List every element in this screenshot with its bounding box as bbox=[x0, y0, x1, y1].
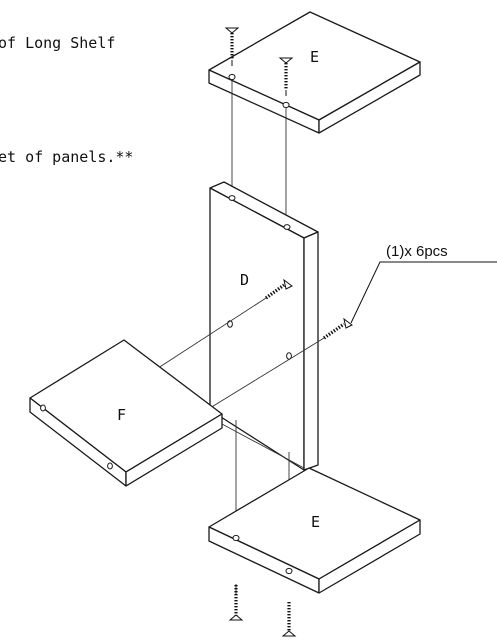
dowel-hole bbox=[228, 195, 236, 201]
top-panel-label: E bbox=[310, 48, 319, 66]
dowel-hole bbox=[282, 101, 290, 109]
upright-panel-label: D bbox=[240, 271, 249, 289]
alignment-line bbox=[209, 337, 325, 409]
screw-icon bbox=[228, 585, 244, 621]
instruction-line-2: et of panels.** bbox=[0, 148, 133, 166]
dowel-hole bbox=[40, 404, 46, 412]
screw-icon bbox=[323, 317, 353, 340]
side-shelf-f: F bbox=[29, 339, 223, 487]
dowel-hole bbox=[285, 567, 293, 575]
screw-icon bbox=[265, 278, 293, 300]
dowel-hole bbox=[228, 73, 236, 81]
screw-icon bbox=[278, 57, 294, 96]
upright-panel-d: D bbox=[209, 181, 319, 471]
dowel-hole bbox=[107, 462, 113, 470]
side-shelf-label: F bbox=[117, 406, 126, 424]
bottom-panel-e: E bbox=[208, 467, 421, 594]
screw-callout: (1)x 6pcs bbox=[350, 243, 497, 324]
bottom-panel-label: E bbox=[311, 513, 320, 531]
dowel-hole bbox=[283, 224, 291, 230]
screw-icon bbox=[281, 602, 297, 637]
screw-quantity-label: (1)x 6pcs bbox=[386, 243, 448, 260]
screw-icon bbox=[224, 27, 240, 66]
instruction-line-1: of Long Shelf bbox=[0, 34, 115, 52]
top-panel-e: E bbox=[208, 11, 421, 134]
dowel-hole bbox=[232, 534, 240, 542]
alignment-line bbox=[151, 297, 267, 373]
